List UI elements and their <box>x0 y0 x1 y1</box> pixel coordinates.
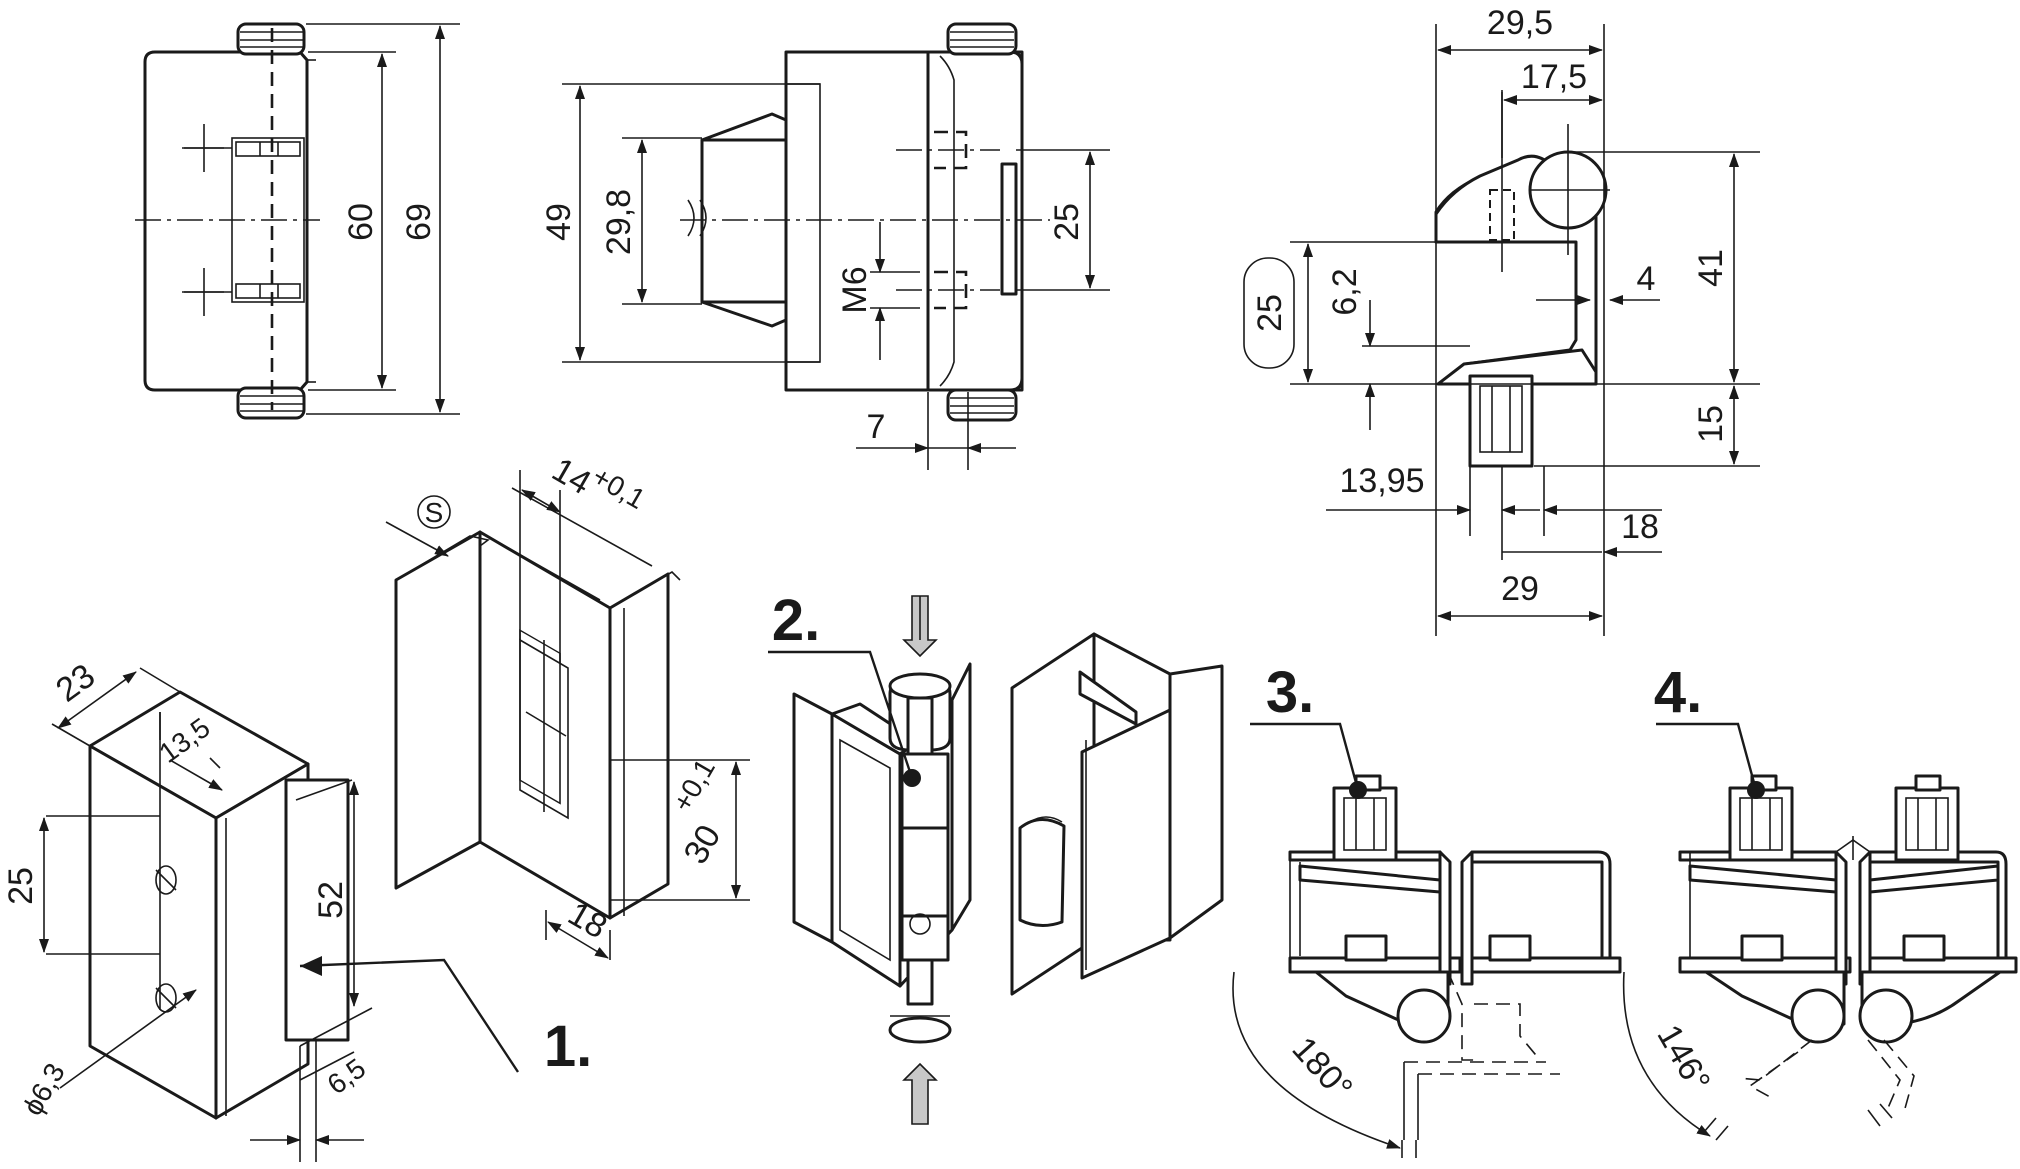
end-dim-18: 18 <box>1621 508 1659 546</box>
profile-dim-30: 30 <box>677 819 729 871</box>
cutout1-hole-label: ϕ6,3 <box>17 1058 71 1121</box>
front-dim-69: 69 <box>400 203 438 241</box>
profile-tol-30: +0,1 <box>667 754 721 817</box>
callout-4: 4. <box>1654 660 1702 725</box>
side-dim-m6: M6 <box>836 266 874 313</box>
end-dim-29: 29 <box>1501 570 1539 608</box>
side-dim-29-8: 29,8 <box>600 189 638 255</box>
cutout1-dim-52: 52 <box>312 881 350 919</box>
profile-dim-14: 14 <box>546 451 598 503</box>
opening-146-view: 4. 146° <box>1622 660 2018 1141</box>
end-dim-25-ref: 25 <box>1251 294 1289 332</box>
callout-2: 2. <box>772 588 820 653</box>
cutout1-dim-25: 25 <box>2 867 40 905</box>
opening-146-angle: 146° <box>1649 1019 1717 1099</box>
end-dim-15: 15 <box>1692 405 1730 443</box>
profile-symbol-s: S <box>425 497 444 528</box>
front-view: 60 69 <box>135 22 460 420</box>
opening-180-angle: 180° <box>1285 1030 1360 1108</box>
front-dim-60: 60 <box>342 203 380 241</box>
side-view: 49 29,8 25 M6 7 <box>540 22 1110 470</box>
opening-180-view: 3. 180° <box>1232 660 1622 1158</box>
end-dim-41: 41 <box>1692 249 1730 287</box>
cutout1-dim-6-5: 6,5 <box>322 1052 372 1100</box>
end-dim-29-5: 29,5 <box>1487 4 1553 42</box>
assembly-view: 2. <box>768 588 1224 1125</box>
callout-1: 1. <box>544 1014 592 1079</box>
end-dim-13-95: 13,95 <box>1339 462 1424 500</box>
side-dim-7: 7 <box>867 408 886 446</box>
end-dim-17-5: 17,5 <box>1521 58 1587 96</box>
end-dim-6-2: 6,2 <box>1326 268 1364 315</box>
end-view: 29,5 17,5 25 6,2 4 41 15 13,95 18 29 <box>1243 4 1760 636</box>
end-dim-4: 4 <box>1637 260 1656 298</box>
side-dim-25: 25 <box>1048 203 1086 241</box>
side-dim-49: 49 <box>540 203 578 241</box>
cutout-profile-view: S 14 +0,1 30 +0,1 18 <box>385 451 750 960</box>
callout-3: 3. <box>1266 660 1314 725</box>
